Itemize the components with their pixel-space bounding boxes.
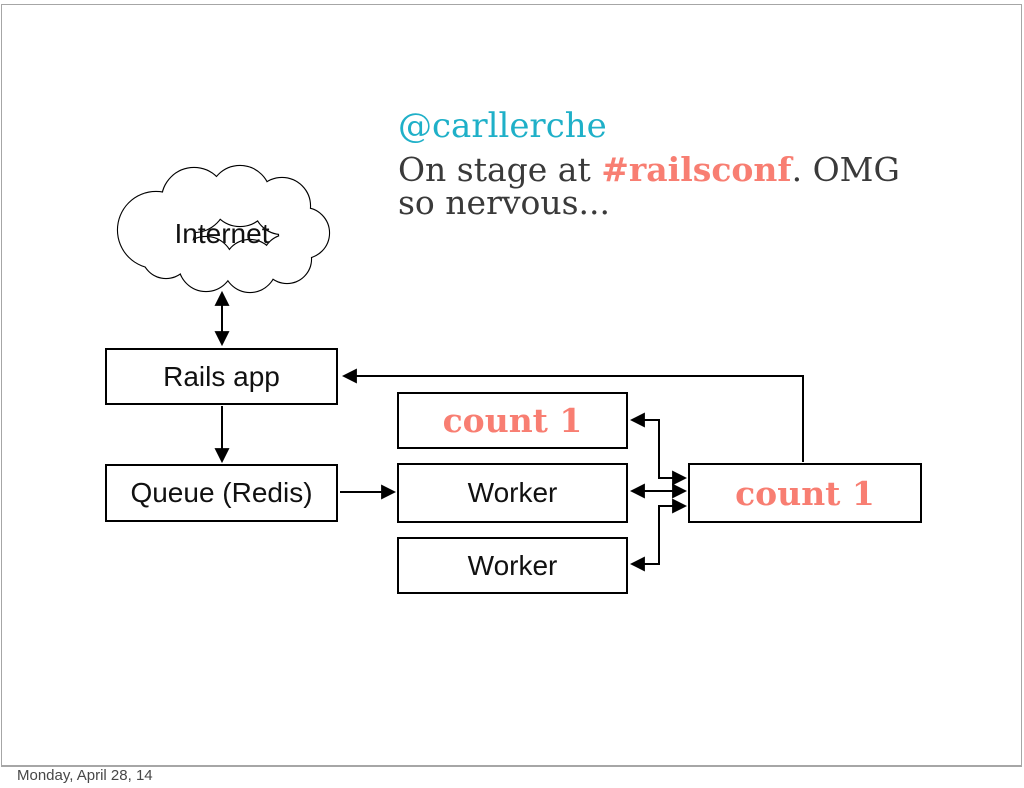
tweet-body-line1: On stage at #railsconf. OMG [398,153,900,186]
count-right-label: count 1 [735,473,875,513]
internet-label: Internet [174,218,270,249]
tweet-handle: @carllerche [398,106,607,146]
count-box-top: count 1 [397,392,628,449]
tweet-text-before: On stage at [398,150,602,189]
tweet-body-line2: so nervous... [398,183,611,222]
count-top-link-arrow [629,412,688,486]
tweet-text-after: . OMG [791,150,900,189]
worker-box-2: Worker [397,537,628,594]
queue-redis-label: Queue (Redis) [130,477,313,508]
rails-app-box: Rails app [105,348,338,405]
worker2-count-arrow [629,498,688,572]
worker-1-label: Worker [467,477,558,508]
worker-box-1: Worker [397,463,628,523]
worker-2-label: Worker [467,549,558,581]
count-top-label: count 1 [442,401,583,440]
tweet-quote: @carllerche On stage at #railsconf. OMG … [398,106,900,219]
rails-app-label: Rails app [163,360,280,392]
count-box-right: count 1 [688,463,922,523]
slide-date: Monday, April 28, 14 [17,767,153,784]
queue-redis-box: Queue (Redis) [105,464,338,522]
tweet-hashtag: #railsconf [601,150,792,189]
